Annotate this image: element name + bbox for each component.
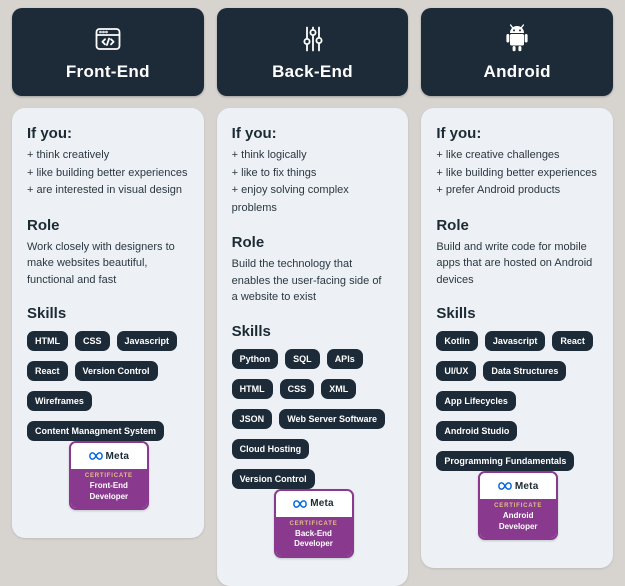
- role-description: Work closely with designers to make webs…: [27, 240, 175, 286]
- skills-heading: Skills: [436, 305, 476, 323]
- skill-chip: JSON: [231, 408, 273, 429]
- info-card-android: If you: + like creative challenges+ like…: [421, 108, 614, 569]
- badge-brand-row: Meta: [275, 490, 352, 517]
- skill-chip: React: [27, 361, 68, 382]
- skill-chip: CSS: [279, 378, 315, 399]
- column-title: Front-End: [65, 61, 150, 81]
- badge-brand-text: Meta: [105, 450, 130, 462]
- skill-chip: Content Managment System: [27, 421, 165, 442]
- header-card-android: Android: [421, 8, 614, 96]
- column-front-end: Front-End If you: + think creatively + li…: [12, 8, 204, 539]
- skill-chip: HTML: [231, 378, 273, 399]
- if-you-bullet: + prefer Android products: [436, 184, 561, 197]
- skill-chip: Javascript: [484, 331, 546, 352]
- if-you-bullet: + like creative challenges: [436, 149, 560, 161]
- skill-chip: CSS: [75, 331, 110, 352]
- skill-chip: Data Structures: [483, 361, 567, 382]
- skill-chip: UI/UX: [436, 361, 477, 382]
- badge-certificate-section: CERTIFICATE Front-End Developer: [70, 469, 147, 509]
- role-heading: Role: [27, 216, 60, 234]
- if-you-bullet: + like to fix things: [231, 166, 317, 179]
- android-robot-icon: [506, 23, 528, 51]
- role-heading: Role: [231, 234, 265, 252]
- career-paths-infographic: Front-End If you: + think creatively + li…: [12, 8, 614, 586]
- header-card-front-end: Front-End: [12, 8, 204, 96]
- meta-logo-icon: [88, 452, 103, 461]
- column-back-end: Back-End If you: + think logically + like…: [216, 8, 409, 586]
- role-description: Build the technology that enables the us…: [231, 258, 382, 304]
- sliders-icon: [303, 26, 322, 51]
- skill-chip: Wireframes: [27, 391, 92, 412]
- if-you-bullet: + are interested in visual design: [27, 184, 183, 197]
- badge-certificate-label: CERTIFICATE: [84, 473, 133, 480]
- if-you-bullet: + think logically: [231, 149, 307, 161]
- info-card-front-end: If you: + think creatively + like buildin…: [12, 108, 204, 539]
- badge-certificate-label: CERTIFICATE: [494, 503, 543, 510]
- if-you-list: + like creative challenges + like buildin…: [436, 147, 600, 200]
- skill-chip: SQL: [285, 348, 320, 369]
- role-heading: Role: [436, 216, 469, 234]
- badge-brand-text: Meta: [514, 480, 539, 492]
- certificate-badge: Meta CERTIFICATE Back-End Developer: [273, 488, 354, 558]
- skill-chip: Web Server Software: [279, 408, 386, 429]
- if-you-bullet: + like building better experiences: [27, 166, 188, 179]
- badge-certificate-title: Front-End Developer: [89, 481, 129, 501]
- if-you-heading: If you:: [231, 125, 277, 142]
- skills-heading: Skills: [27, 305, 67, 323]
- browser-code-icon: [95, 27, 121, 50]
- skill-chip: Android Studio: [436, 421, 518, 442]
- role-description: Build and write code for mobile apps tha…: [436, 240, 593, 286]
- column-android: Android If you: + like creative challeng…: [421, 8, 614, 569]
- certificate-badge: Meta CERTIFICATE Front-End Developer: [68, 441, 149, 511]
- badge-brand-row: Meta: [70, 443, 147, 470]
- skill-chip: XML: [321, 378, 357, 399]
- badge-brand-text: Meta: [310, 498, 334, 510]
- badge-certificate-label: CERTIFICATE: [289, 520, 338, 527]
- badge-certificate-section: CERTIFICATE Back-End Developer: [275, 516, 352, 556]
- column-title: Back-End: [272, 61, 353, 81]
- if-you-bullet: + think creatively: [27, 149, 110, 161]
- skill-chip: HTML: [27, 331, 68, 352]
- if-you-list: + think logically + like to fix things + e…: [232, 147, 396, 217]
- column-title: Android: [483, 61, 551, 81]
- skill-chip: React: [552, 331, 593, 352]
- info-card-back-end: If you: + think logically + like to fix t…: [216, 108, 409, 586]
- skills-heading: Skills: [231, 322, 271, 340]
- badge-certificate-title: Back-End Developer: [294, 528, 333, 549]
- if-you-heading: If you:: [436, 125, 482, 142]
- if-you-bullet: + like building better experiences: [436, 166, 597, 179]
- certificate-badge: Meta CERTIFICATE Android Developer: [478, 471, 559, 541]
- skill-chip: Python: [231, 348, 279, 369]
- meta-logo-icon: [498, 482, 512, 491]
- if-you-list: + think creatively + like building better…: [27, 147, 191, 200]
- badge-certificate-title: Android Developer: [498, 511, 538, 531]
- badge-certificate-section: CERTIFICATE Android Developer: [480, 499, 557, 539]
- header-card-back-end: Back-End: [216, 8, 409, 96]
- skill-chip: APIs: [326, 348, 363, 369]
- if-you-bullet: + enjoy solving complex problems: [231, 184, 349, 214]
- skill-chip: Kotlin: [436, 331, 478, 352]
- skill-chip: Programming Fundamentals: [436, 451, 575, 472]
- skill-chip: Cloud Hosting: [231, 438, 310, 459]
- skill-chip: Javascript: [116, 331, 178, 352]
- skill-chip: Version Control: [231, 468, 315, 489]
- skill-chip: App Lifecycles: [436, 391, 516, 412]
- badge-brand-row: Meta: [480, 473, 557, 500]
- skill-chip: Version Control: [74, 361, 158, 382]
- if-you-heading: If you:: [27, 125, 72, 142]
- meta-logo-icon: [293, 499, 308, 508]
